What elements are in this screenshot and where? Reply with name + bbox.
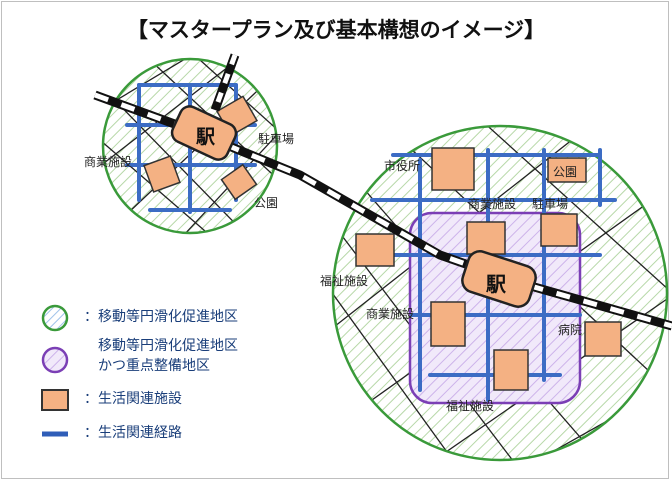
label-right-commercial-mid: 商業施設 <box>366 306 414 321</box>
label-welfare-bottom: 福祉施設 <box>446 398 494 413</box>
legend-label-facility: ：生活関連施設 <box>84 391 182 407</box>
railway <box>93 53 672 331</box>
label-right-commercial-top: 商業施設 <box>468 196 516 211</box>
label-right-parking: 駐車場 <box>532 196 568 211</box>
facility-city-hall <box>431 147 475 191</box>
facility-square-icon <box>41 389 69 411</box>
station-left-label: 駅 <box>195 126 216 148</box>
station-left: 駅 <box>170 105 238 161</box>
station-right-label: 駅 <box>485 272 506 296</box>
legend-label-priority-2: かつ重点整備地区 <box>98 358 210 374</box>
legend-label-priority-1: 移動等円滑化促進地区 <box>98 338 238 354</box>
label-left-commercial: 商業施設 <box>84 154 132 169</box>
facility-left-commercial <box>143 155 181 193</box>
label-hospital: 病院 <box>558 322 582 337</box>
green-hatch-circle-icon <box>41 304 69 332</box>
label-city-hall: 市役所 <box>384 158 420 173</box>
label-left-parking: 駐車場 <box>258 131 294 146</box>
facility-welfare-left <box>355 233 395 267</box>
legend-label-barrier-free: ：移動等円滑化促進地区 <box>84 309 238 325</box>
purple-hatch-circle-icon <box>41 346 69 374</box>
facility-right-commercial-top <box>466 221 506 255</box>
label-left-park: 公園 <box>254 196 278 210</box>
facility-left-park <box>220 163 258 201</box>
page-title: 【マスタープラン及び基本構想のイメージ】 <box>126 18 546 42</box>
left-area <box>101 57 279 235</box>
label-right-park: 公園 <box>553 165 577 179</box>
facility-hospital <box>584 321 622 357</box>
facility-right-parking <box>540 213 578 247</box>
station-right: 駅 <box>461 250 537 308</box>
facility-welfare-bottom <box>493 349 529 391</box>
facility-right-park <box>547 157 587 183</box>
route-line-icon <box>42 431 68 437</box>
legend-label-route: ：生活関連経路 <box>84 425 182 441</box>
facility-right-commercial-mid <box>430 301 466 347</box>
label-welfare-left: 福祉施設 <box>320 273 368 288</box>
